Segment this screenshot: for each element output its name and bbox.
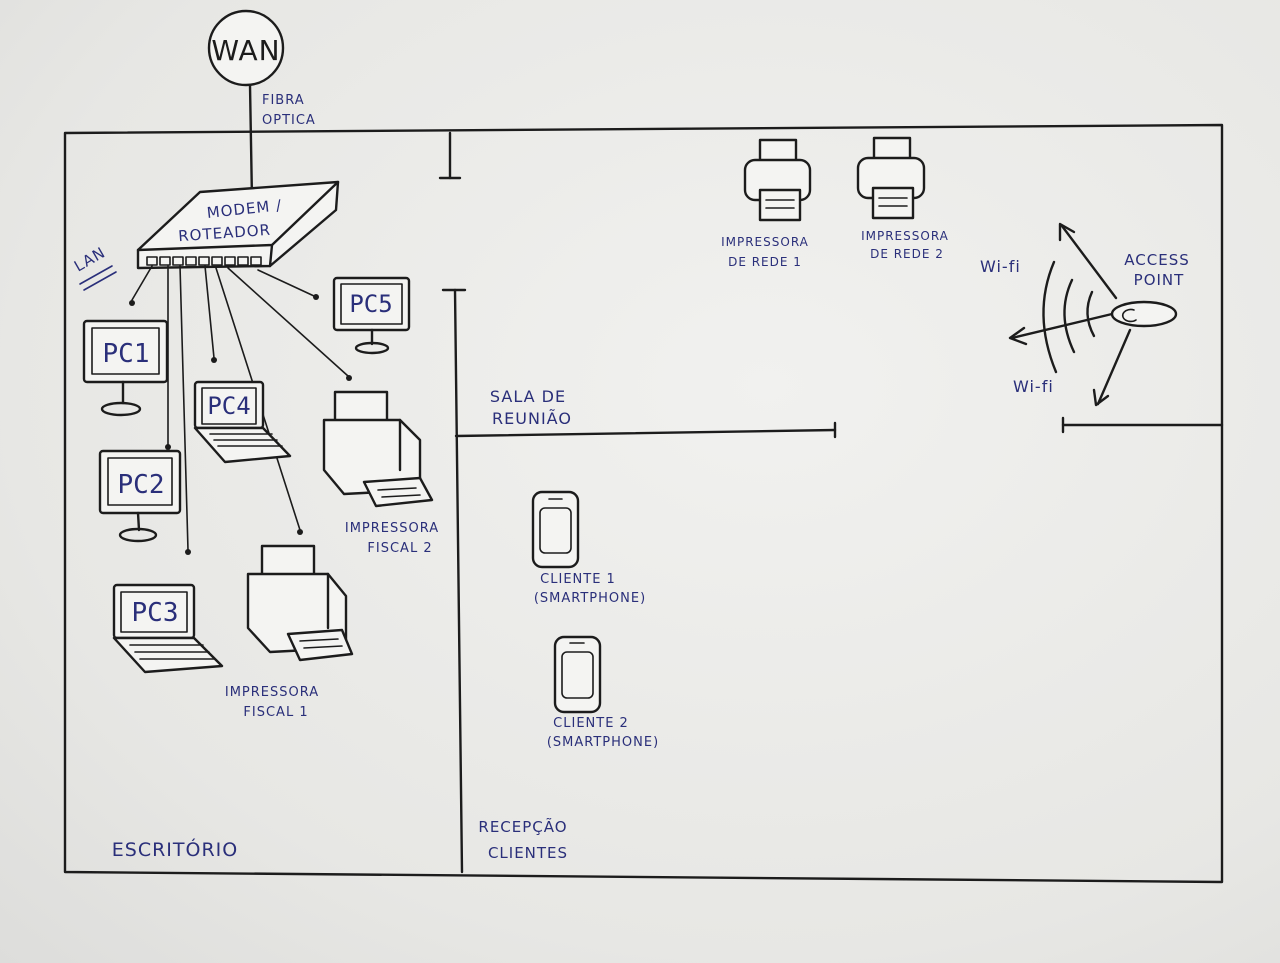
modem-body (136, 180, 340, 270)
wall-meeting-room (454, 428, 837, 438)
pc2-label: PC2 (118, 470, 165, 500)
rede-1-label-1: IMPRESSORA (721, 235, 809, 249)
pc3-label: PC3 (132, 598, 179, 628)
recepcao-label-1: RECEPÇÃO (478, 817, 567, 836)
pc4-label: PC4 (207, 392, 250, 420)
pc4-laptop: PC4 (193, 380, 292, 464)
smartphone-cliente-2: CLIENTE 2 (SMARTPHONE) (547, 635, 659, 750)
pc1-label: PC1 (103, 339, 150, 369)
cliente-1-label-2: (SMARTPHONE) (534, 591, 646, 606)
wan-circle (207, 9, 285, 87)
pc2-monitor: PC2 (98, 449, 182, 543)
fiscal-2-label-1: IMPRESSORA (345, 521, 439, 536)
smartphone-cliente-1: CLIENTE 1 (SMARTPHONE) (531, 490, 646, 606)
cliente-2-label-1: CLIENTE 2 (553, 716, 629, 731)
sala-label-1: SALA DE (490, 387, 566, 406)
cable-fiscal-2 (227, 267, 349, 377)
wifi-arrow-bottom (1096, 328, 1132, 406)
fibra-label-2: OPTICA (262, 113, 316, 128)
fibra-label-1: FIBRA (262, 93, 305, 108)
modem-router: MODEM / ROTEADOR (136, 180, 340, 270)
rede-1-label-2: DE REDE 1 (728, 255, 802, 269)
modem-ports (146, 256, 262, 266)
ap-label-1: ACCESS (1124, 251, 1189, 269)
cliente-1-label-1: CLIENTE 1 (540, 572, 616, 587)
fiscal-2-label-2: FISCAL 2 (367, 541, 432, 556)
fiber-link (248, 83, 254, 202)
wall-divider-vertical (453, 288, 464, 874)
impressora-fiscal-2: IMPRESSORA FISCAL 2 (322, 390, 439, 556)
pc1-monitor: PC1 (82, 319, 169, 417)
fiscal-1-label-1: IMPRESSORA (225, 685, 319, 700)
wifi-label-bottom: Wi-fi (1013, 377, 1054, 396)
lan-underline-1 (79, 265, 113, 285)
pc5-label: PC5 (349, 290, 392, 318)
pc3-laptop: PC3 (112, 583, 224, 674)
modem-front-edge (268, 243, 274, 268)
ap-label-2: POINT (1134, 271, 1185, 289)
cable-pc1 (131, 265, 153, 301)
cable-pc4 (204, 265, 215, 359)
cable-pc5 (257, 269, 315, 297)
impressora-fiscal-1: IMPRESSORA FISCAL 1 (225, 544, 354, 720)
rede-2-label-2: DE REDE 2 (870, 247, 944, 261)
impressora-rede-2: IMPRESSORA DE REDE 2 (856, 136, 949, 261)
cliente-2-label-2: (SMARTPHONE) (547, 735, 659, 750)
sala-label-2: REUNIÃO (492, 409, 572, 428)
fiscal-1-label-2: FISCAL 1 (243, 705, 308, 720)
wifi-label-top: Wi-fi (980, 257, 1021, 276)
pc5-monitor: PC5 (332, 276, 411, 355)
impressora-rede-1: IMPRESSORA DE REDE 1 (721, 138, 812, 269)
rede-2-label-1: IMPRESSORA (861, 229, 949, 243)
escritorio-label: ESCRITÓRIO (112, 837, 238, 861)
lan-underline-2 (83, 271, 117, 291)
wifi-signal: Wi-fi Wi-fi (980, 222, 1132, 407)
wan-node: WAN (207, 9, 285, 87)
access-point: ACCESS POINT (1110, 251, 1189, 328)
floor-plan (63, 123, 1224, 884)
cable-pc3 (179, 265, 189, 551)
outer-wall (63, 123, 1224, 884)
wifi-arrow-top (1060, 224, 1118, 300)
wan-label: WAN (211, 34, 280, 67)
wifi-arrow-main (1010, 312, 1114, 340)
recepcao-label-2: CLIENTES (488, 844, 568, 862)
